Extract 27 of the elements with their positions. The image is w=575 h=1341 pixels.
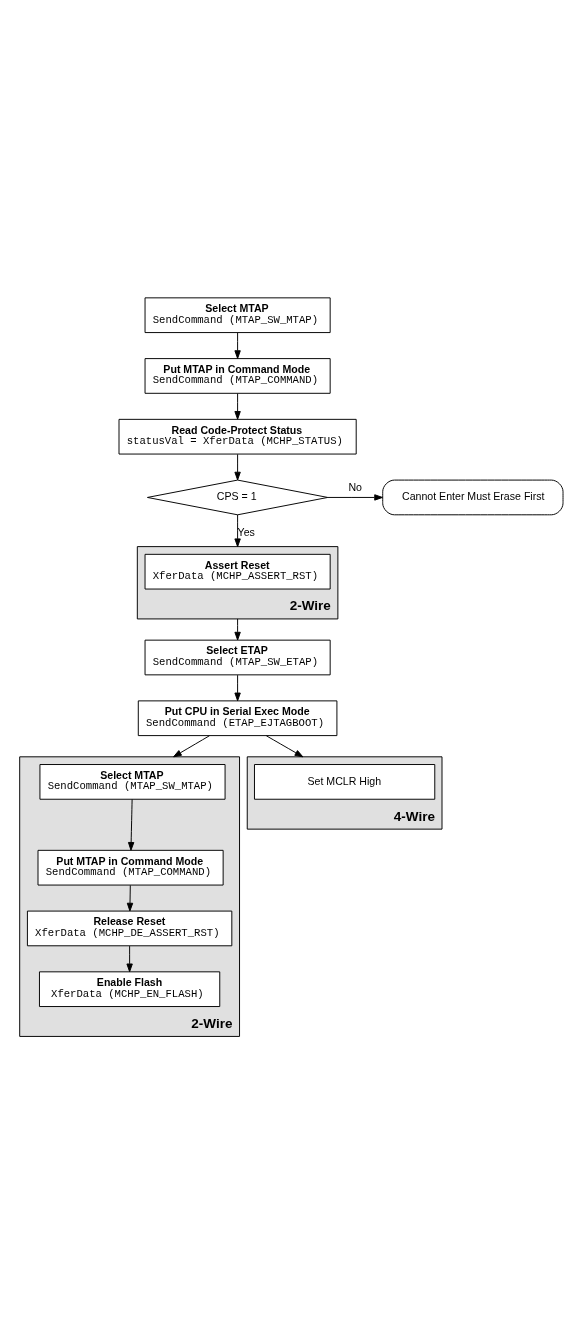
node-box: Cannot Enter Must Erase First <box>382 479 564 515</box>
arrow <box>234 674 241 701</box>
arrow <box>173 734 210 757</box>
arrow <box>234 617 241 640</box>
node-diamond: CPS = 1 <box>146 479 329 515</box>
arrow <box>327 493 383 501</box>
node-box: Enable Flash XferData (MCHP_EN_FLASH) <box>39 970 221 1007</box>
arrow <box>265 734 304 757</box>
arrow <box>126 945 133 972</box>
arrow <box>126 884 134 911</box>
node-box: Put CPU in Serial Exec Mode SendCommand (ETAP_EJTAGBOOT) <box>137 699 338 736</box>
arrow <box>234 392 241 420</box>
node-box: Read Code-Protect Status statusVal = XferData (MCHP_STATUS) <box>118 418 357 455</box>
node-box: Set MCLR High <box>254 763 436 800</box>
node-box: Select MTAP SendCommand (MTAP_SW_MTAP) <box>39 763 226 800</box>
node-box: Select MTAP SendCommand (MTAP_SW_MTAP) <box>144 296 331 333</box>
node-box: Put MTAP in Command Mode SendCommand (MTAP_COMMAND) <box>144 357 331 394</box>
arrow <box>234 331 241 359</box>
node-box: Select ETAP SendCommand (MTAP_SW_ETAP) <box>144 639 331 675</box>
arrow <box>234 453 241 480</box>
edge-label: Yes <box>237 525 255 538</box>
node-box: Assert Reset XferData (MCHP_ASSERT_RST) <box>144 553 331 589</box>
arrow <box>234 513 241 547</box>
edge-label: No <box>348 480 363 493</box>
node-box: Release Reset XferData (MCHP_DE_ASSERT_RST) <box>26 910 233 946</box>
node-box: Put MTAP in Command Mode SendCommand (MTAP_COMMAND) <box>37 849 224 886</box>
arrow <box>127 798 135 851</box>
